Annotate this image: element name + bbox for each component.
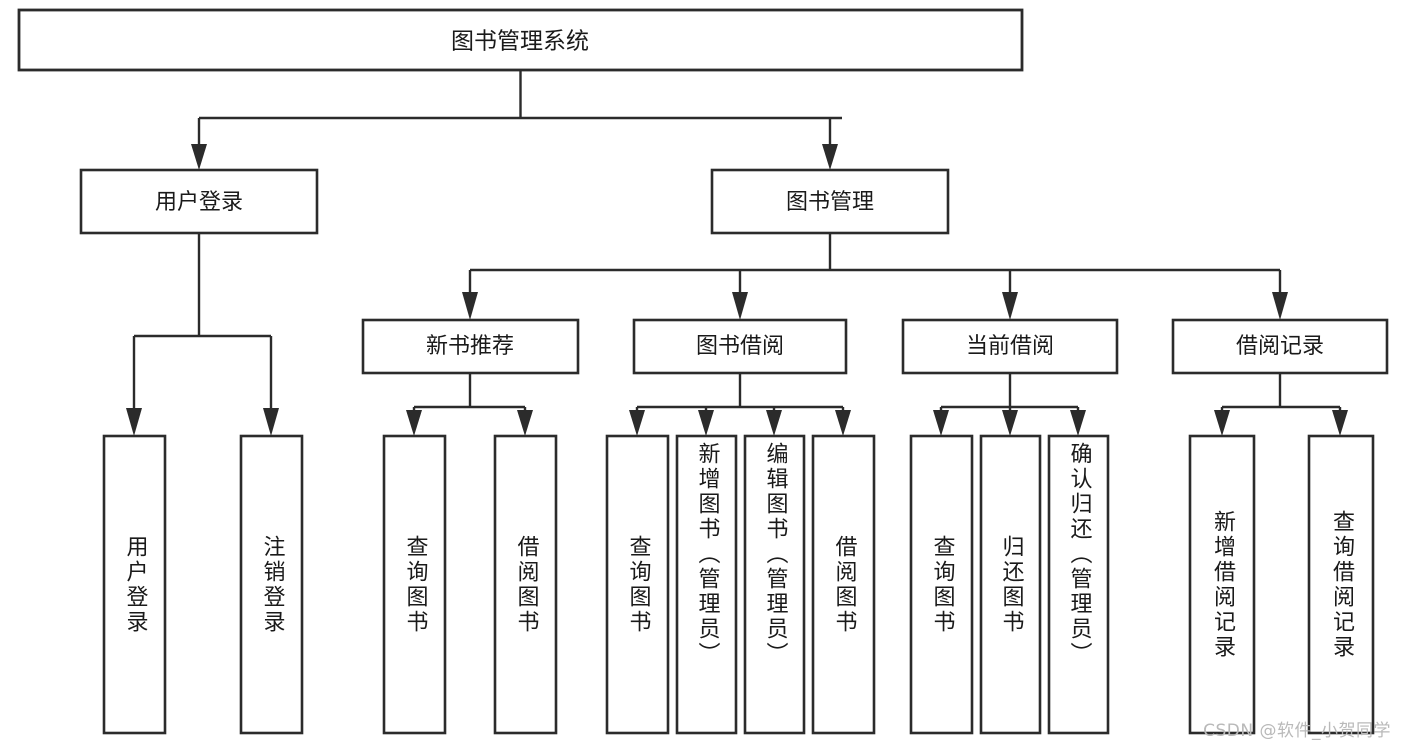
connector-layer (126, 70, 1348, 436)
node-current-borrow-label: 当前借阅 (966, 334, 1054, 359)
node-current-borrow-box[interactable] (901, 318, 1119, 375)
node-leaf-return-book-box[interactable] (979, 434, 1042, 735)
node-leaf-user-login-box[interactable] (102, 434, 167, 735)
node-new-book-rec[interactable]: 新书推荐 (361, 318, 580, 375)
node-leaf-logout-login-box[interactable] (239, 434, 304, 735)
node-user-login-label: 用户登录 (155, 190, 243, 215)
node-leaf-query-book-borrow-box[interactable] (605, 434, 670, 735)
node-book-borrow[interactable]: 图书借阅 (632, 318, 848, 375)
node-borrow-record-box[interactable] (1171, 318, 1389, 375)
node-borrow-record[interactable]: 借阅记录 (1171, 318, 1389, 375)
node-user-login[interactable]: 用户登录 (79, 168, 319, 235)
node-leaf-edit-book-admin-box[interactable] (743, 434, 806, 735)
node-root-box[interactable] (17, 8, 1024, 72)
node-root-label: 图书管理系统 (451, 29, 589, 55)
arrow-bm-4 (1272, 292, 1288, 320)
arrow-bb-1 (629, 410, 645, 436)
node-leaf-query-book-rec-box[interactable] (382, 434, 447, 735)
arrow-ul-1 (126, 408, 142, 436)
arrow-bm-1 (462, 292, 478, 320)
node-current-borrow[interactable]: 当前借阅 (901, 318, 1119, 375)
node-book-manage-label: 图书管理 (786, 190, 874, 215)
arrow-to-user-login (191, 144, 207, 170)
node-leaf-borrow-book-box[interactable] (811, 434, 876, 735)
arrow-bb-2 (698, 410, 714, 436)
node-leaf-borrow-book-rec-box[interactable] (493, 434, 558, 735)
arrow-cb-2 (1002, 410, 1018, 436)
arrow-bm-3 (1002, 292, 1018, 320)
node-borrow-record-label: 借阅记录 (1236, 334, 1324, 359)
arrow-bb-3 (766, 410, 782, 436)
arrow-to-book-manage (822, 144, 838, 170)
node-book-borrow-label: 图书借阅 (696, 334, 784, 359)
node-root[interactable]: 图书管理系统 (17, 8, 1024, 72)
node-leaf-query-book-current-box[interactable] (909, 434, 974, 735)
arrow-cb-1 (933, 410, 949, 436)
node-book-borrow-box[interactable] (632, 318, 848, 375)
arrow-nbr-2 (517, 410, 533, 436)
node-book-manage[interactable]: 图书管理 (710, 168, 950, 235)
node-leaf-confirm-return-admin-box[interactable] (1047, 434, 1110, 735)
arrow-bm-2 (732, 292, 748, 320)
node-leaf-add-borrow-record-box[interactable] (1188, 434, 1256, 735)
arrow-ul-2 (263, 408, 279, 436)
node-leaf-query-borrow-record-box[interactable] (1307, 434, 1375, 735)
node-new-book-rec-box[interactable] (361, 318, 580, 375)
arrow-cb-3 (1070, 410, 1086, 436)
arrow-br-1 (1214, 410, 1230, 436)
node-new-book-rec-label: 新书推荐 (426, 334, 514, 359)
node-user-login-box[interactable] (79, 168, 319, 235)
arrow-nbr-1 (406, 410, 422, 436)
node-book-manage-box[interactable] (710, 168, 950, 235)
node-leaf-add-book-admin-box[interactable] (675, 434, 738, 735)
arrow-bb-4 (835, 410, 851, 436)
arrow-br-2 (1332, 410, 1348, 436)
watermark-text: CSDN @软件_小贺同学 (1203, 721, 1391, 741)
